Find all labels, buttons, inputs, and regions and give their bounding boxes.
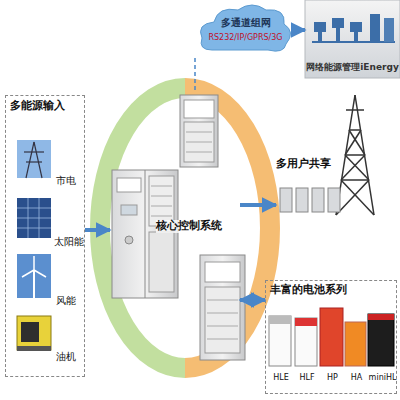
node-text: 核心控制系统 — [156, 220, 222, 233]
management-box: 网络能源管理iEnergy — [305, 0, 400, 78]
node-text: 丰富的电池系列 — [270, 284, 347, 297]
battery-item: miniHL — [368, 301, 397, 386]
source-icon: 油机 — [16, 313, 84, 365]
node-text: 太阳能 — [54, 236, 84, 248]
generator-icon — [17, 316, 51, 351]
flow-arrow — [240, 203, 276, 207]
flow-arrow — [85, 228, 110, 232]
node-text: 风能 — [56, 295, 76, 307]
flow-arrow — [240, 298, 265, 302]
battery-item: HA — [346, 301, 367, 386]
battery-box: 丰富的电池系列 HLEHLFHPHAminiHL — [265, 280, 397, 394]
node-text: HLE — [269, 373, 293, 382]
cabinet — [180, 95, 218, 167]
flow-arrow — [194, 58, 196, 90]
group-box: 多能源输入市电太阳能风能油机 — [5, 95, 85, 377]
node-text: 多通道组网 — [198, 17, 293, 29]
wind-icon — [17, 254, 51, 298]
network-cloud: 多通道组网 RS232/IP/GPRS/3G — [198, 3, 293, 58]
control-system: 核心控制系统 — [110, 90, 240, 360]
node-text: 市电 — [56, 175, 76, 187]
battery-item: HLF — [295, 301, 319, 386]
grid-icon — [17, 140, 51, 178]
node-text: HA — [346, 373, 367, 382]
cabinet — [200, 255, 245, 360]
user-unit — [280, 188, 340, 212]
source-icon: 太阳能 — [16, 196, 84, 246]
source-icon: 风能 — [16, 253, 84, 308]
tower — [336, 95, 374, 215]
solar-icon — [17, 198, 51, 238]
flow-arrow — [293, 28, 305, 32]
node-text: miniHL — [368, 373, 397, 382]
battery-item: HP — [321, 301, 344, 386]
user-group: 多用户共享 — [276, 158, 346, 220]
cabinet — [112, 170, 178, 298]
node-text: HLF — [295, 373, 319, 382]
battery-item: HLE — [269, 301, 293, 386]
battery — [269, 308, 394, 366]
cloud — [201, 5, 291, 51]
node-text: 网络能源管理iEnergy — [305, 62, 400, 72]
node-text: 多用户共享 — [276, 158, 331, 171]
computer-panel — [305, 0, 400, 78]
source-icon: 市电 — [16, 139, 84, 189]
node-text: 多能源输入 — [10, 100, 65, 113]
node-text: HP — [321, 373, 344, 382]
node-text: RS232/IP/GPRS/3G — [198, 33, 293, 42]
node-text: 油机 — [56, 351, 76, 363]
